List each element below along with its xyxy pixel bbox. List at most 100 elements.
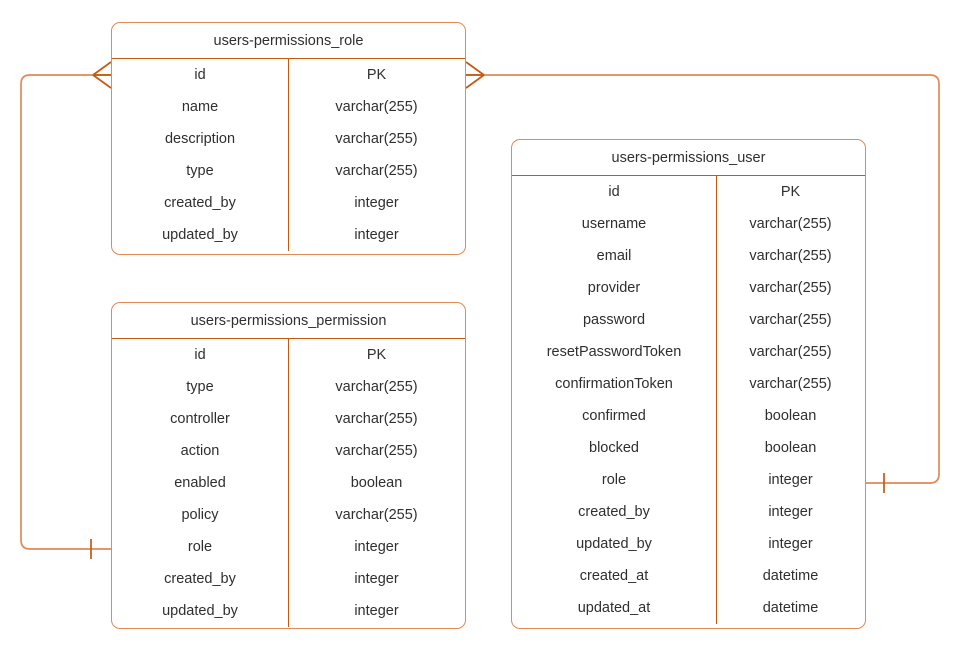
field-name: confirmationToken (555, 376, 673, 392)
field-datatype: PK (366, 67, 387, 83)
field-datatype: integer (354, 195, 399, 211)
field-row: created_by integer (112, 187, 465, 219)
field-row: password varchar(255) (512, 304, 865, 336)
field-datatype: varchar(255) (335, 163, 418, 179)
field-datatype: varchar(255) (335, 411, 418, 427)
entity-body: id PK type varchar(255) controller varchar(25… (112, 339, 465, 627)
field-datatype: varchar(255) (749, 280, 832, 296)
field-row: created_at datetime (512, 560, 865, 592)
field-row: action varchar(255) (112, 435, 465, 467)
field-row: id PK (112, 59, 465, 91)
field-name: id (194, 347, 206, 363)
field-row: role integer (512, 464, 865, 496)
column-divider (716, 176, 717, 624)
field-datatype: varchar(255) (335, 131, 418, 147)
field-datatype: integer (354, 571, 399, 587)
field-datatype: varchar(255) (335, 379, 418, 395)
field-name: username (581, 216, 647, 232)
field-name: controller (170, 411, 230, 427)
field-name: blocked (589, 440, 639, 456)
field-name: name (181, 99, 219, 115)
field-name: provider (587, 280, 641, 296)
field-row: controller varchar(255) (112, 403, 465, 435)
field-name: role (187, 539, 213, 555)
field-row: provider varchar(255) (512, 272, 865, 304)
field-row: confirmationToken varchar(255) (512, 368, 865, 400)
field-row: type varchar(255) (112, 155, 465, 187)
field-row: name varchar(255) (112, 91, 465, 123)
field-datatype: boolean (764, 408, 817, 424)
field-name: type (186, 379, 214, 395)
field-name: role (601, 472, 627, 488)
field-name: updated_by (162, 603, 238, 619)
entity-title: users-permissions_user (512, 140, 865, 176)
field-datatype: datetime (762, 568, 819, 584)
field-datatype: PK (366, 347, 387, 363)
field-datatype: integer (354, 227, 399, 243)
field-datatype: varchar(255) (335, 507, 418, 523)
entity-body: id PK name varchar(255) description varchar(2… (112, 59, 465, 251)
column-divider (288, 59, 289, 251)
field-row: created_by integer (112, 563, 465, 595)
field-rows: id PK name varchar(255) description varchar(2… (112, 59, 465, 251)
field-row: enabled boolean (112, 467, 465, 499)
field-row: updated_at datetime (512, 592, 865, 624)
crowfoot-many-role-left (92, 61, 112, 89)
field-name: enabled (174, 475, 226, 491)
field-name: email (596, 248, 632, 264)
column-divider (288, 339, 289, 627)
crowfoot-many-role-right (465, 61, 485, 89)
field-row: username varchar(255) (512, 208, 865, 240)
relationship-line-role-permission (20, 74, 111, 550)
field-row: description varchar(255) (112, 123, 465, 155)
field-name: confirmed (582, 408, 646, 424)
field-name: id (194, 67, 206, 83)
field-name: created_by (164, 571, 236, 587)
field-name: created_by (578, 504, 650, 520)
field-name: updated_at (577, 600, 651, 616)
field-name: updated_by (162, 227, 238, 243)
field-row: confirmed boolean (512, 400, 865, 432)
field-name: created_at (579, 568, 649, 584)
field-name: action (180, 443, 220, 459)
entity-title: users-permissions_permission (112, 303, 465, 339)
field-row: blocked boolean (512, 432, 865, 464)
field-datatype: integer (354, 603, 399, 619)
field-name: password (582, 312, 646, 328)
field-datatype: varchar(255) (749, 376, 832, 392)
field-name: description (164, 131, 236, 147)
field-name: type (186, 163, 214, 179)
field-datatype: varchar(255) (335, 99, 418, 115)
field-row: policy varchar(255) (112, 499, 465, 531)
field-row: type varchar(255) (112, 371, 465, 403)
field-row: id PK (112, 339, 465, 371)
field-name: resetPasswordToken (546, 344, 682, 360)
field-name: updated_by (576, 536, 652, 552)
field-datatype: integer (768, 472, 813, 488)
field-row: role integer (112, 531, 465, 563)
field-datatype: varchar(255) (749, 344, 832, 360)
field-name: created_by (164, 195, 236, 211)
field-datatype: boolean (764, 440, 817, 456)
field-datatype: integer (354, 539, 399, 555)
field-datatype: varchar(255) (749, 312, 832, 328)
field-rows: id PK type varchar(255) controller varchar(25… (112, 339, 465, 627)
entity-users-permissions-permission[interactable]: users-permissions_permission id PK type var… (111, 302, 466, 629)
field-datatype: varchar(255) (749, 216, 832, 232)
field-name: policy (181, 507, 219, 523)
field-row: updated_by integer (112, 595, 465, 627)
field-row: resetPasswordToken varchar(255) (512, 336, 865, 368)
field-datatype: boolean (350, 475, 403, 491)
field-datatype: varchar(255) (335, 443, 418, 459)
field-datatype: PK (780, 184, 801, 200)
field-datatype: datetime (762, 600, 819, 616)
